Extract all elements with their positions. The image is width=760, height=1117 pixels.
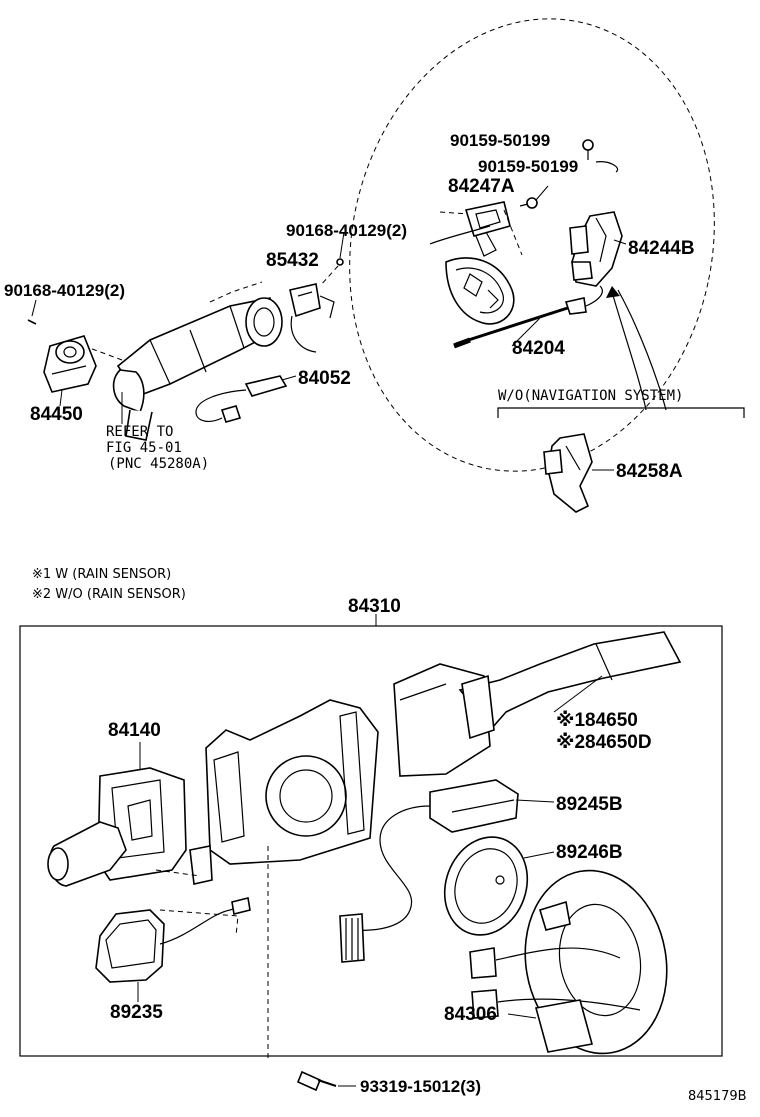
screw-93319 xyxy=(296,1070,337,1092)
part-84244B xyxy=(569,211,623,287)
dashed-84247A-b xyxy=(503,209,523,256)
label-84244B: 84244B xyxy=(628,238,695,259)
leader-89246B xyxy=(523,851,555,859)
part-84052 xyxy=(195,375,288,423)
label-90168-40129-left: 90168-40129(2) xyxy=(4,281,125,300)
leader-84450 xyxy=(59,389,63,407)
part-85432 xyxy=(289,258,344,353)
label-refer-to: REFER TO xyxy=(106,424,173,440)
part-89245B xyxy=(339,779,519,963)
label-84306: 84306 xyxy=(444,1004,497,1025)
label-84450: 84450 xyxy=(30,404,83,425)
label-89246B: 89246B xyxy=(556,842,623,863)
label-refer-pnc: (PNC 45280A) xyxy=(108,456,209,472)
bolt-90159-50199 xyxy=(582,139,594,160)
label-84140: 84140 xyxy=(108,720,161,741)
label-84258A: 84258A xyxy=(616,461,683,482)
part-89246B xyxy=(443,836,529,936)
leader-84650 xyxy=(553,675,603,713)
nav-pointer-line-a xyxy=(617,289,667,411)
leader-90168a xyxy=(339,231,345,259)
nav-bracket xyxy=(497,407,745,418)
label-figure-number: 845179B xyxy=(688,1089,747,1104)
nav-pointer-arrow xyxy=(606,286,620,298)
label-84247A: 84247A xyxy=(448,176,515,197)
label-90159-50199-top: 90159-50199 xyxy=(450,131,550,150)
leader-84204 xyxy=(511,317,541,347)
part-84204-cable xyxy=(453,285,603,349)
label-84310: 84310 xyxy=(348,596,401,617)
steering-column xyxy=(112,297,283,441)
switch-housing xyxy=(189,699,379,885)
dashed-85432 xyxy=(319,265,339,287)
label-rain-sensor-1: ※1 W (RAIN SENSOR) xyxy=(32,567,171,582)
horn-switch-assembly xyxy=(445,257,515,325)
dashed-housing-a xyxy=(155,869,201,877)
part-84650 xyxy=(393,631,682,777)
label-84650D: ※284650D xyxy=(556,732,652,753)
steering-wheel-outline xyxy=(349,18,715,472)
label-84052: 84052 xyxy=(298,368,351,389)
label-85432: 85432 xyxy=(266,250,319,271)
label-90168-40129-upper: 90168-40129(2) xyxy=(286,221,407,240)
leader-84306 xyxy=(507,1013,537,1019)
part-84258A xyxy=(543,433,593,513)
part-84306 xyxy=(469,869,668,1055)
dashed-housing-b xyxy=(159,909,239,937)
part-84140 xyxy=(47,767,187,887)
label-90159-50199-bottom: 90159-50199 xyxy=(478,157,578,176)
label-refer-fig: FIG 45-01 xyxy=(106,440,182,456)
leader-90168b xyxy=(31,299,37,317)
label-89245B: 89245B xyxy=(556,794,623,815)
combination-switch-box xyxy=(19,625,723,1057)
label-84650: ※184650 xyxy=(556,710,638,731)
dashed-column-top xyxy=(209,281,263,303)
leader-89245B xyxy=(515,799,555,803)
label-93319-15012: 93319-15012(3) xyxy=(360,1077,481,1096)
leader-84052 xyxy=(281,375,297,381)
leader-84244B xyxy=(613,239,627,245)
nav-pointer-line-b xyxy=(611,291,647,411)
label-rain-sensor-2: ※2 W/O (RAIN SENSOR) xyxy=(32,587,186,602)
label-84204: 84204 xyxy=(512,338,565,359)
part-84450 xyxy=(27,319,97,393)
part-84247A xyxy=(429,197,538,257)
label-89235: 89235 xyxy=(110,1002,163,1023)
label-nav-note: W/O(NAVIGATION SYSTEM) xyxy=(498,388,683,404)
dashed-84247A xyxy=(439,211,469,215)
leader-90159b xyxy=(595,161,619,173)
part-89235 xyxy=(95,897,251,983)
leader-84247A xyxy=(535,185,549,201)
